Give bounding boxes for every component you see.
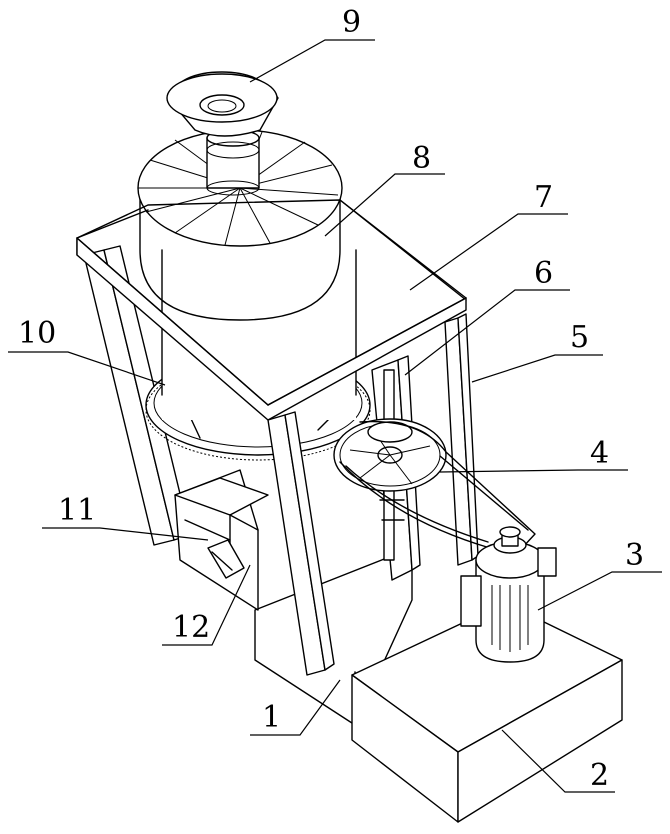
pulley-wheel [334,419,446,491]
label-3: 3 [625,538,644,573]
label-6: 6 [534,256,553,291]
label-4: 4 [590,436,609,471]
label-12: 12 [172,610,210,645]
label-5: 5 [570,320,589,355]
chute [175,470,268,610]
label-10: 10 [18,316,56,351]
label-8: 8 [412,141,431,176]
label-9: 9 [342,5,361,40]
label-2: 2 [590,758,609,793]
label-11: 11 [58,493,96,528]
label-1: 1 [262,700,281,735]
label-7: 7 [534,180,553,215]
